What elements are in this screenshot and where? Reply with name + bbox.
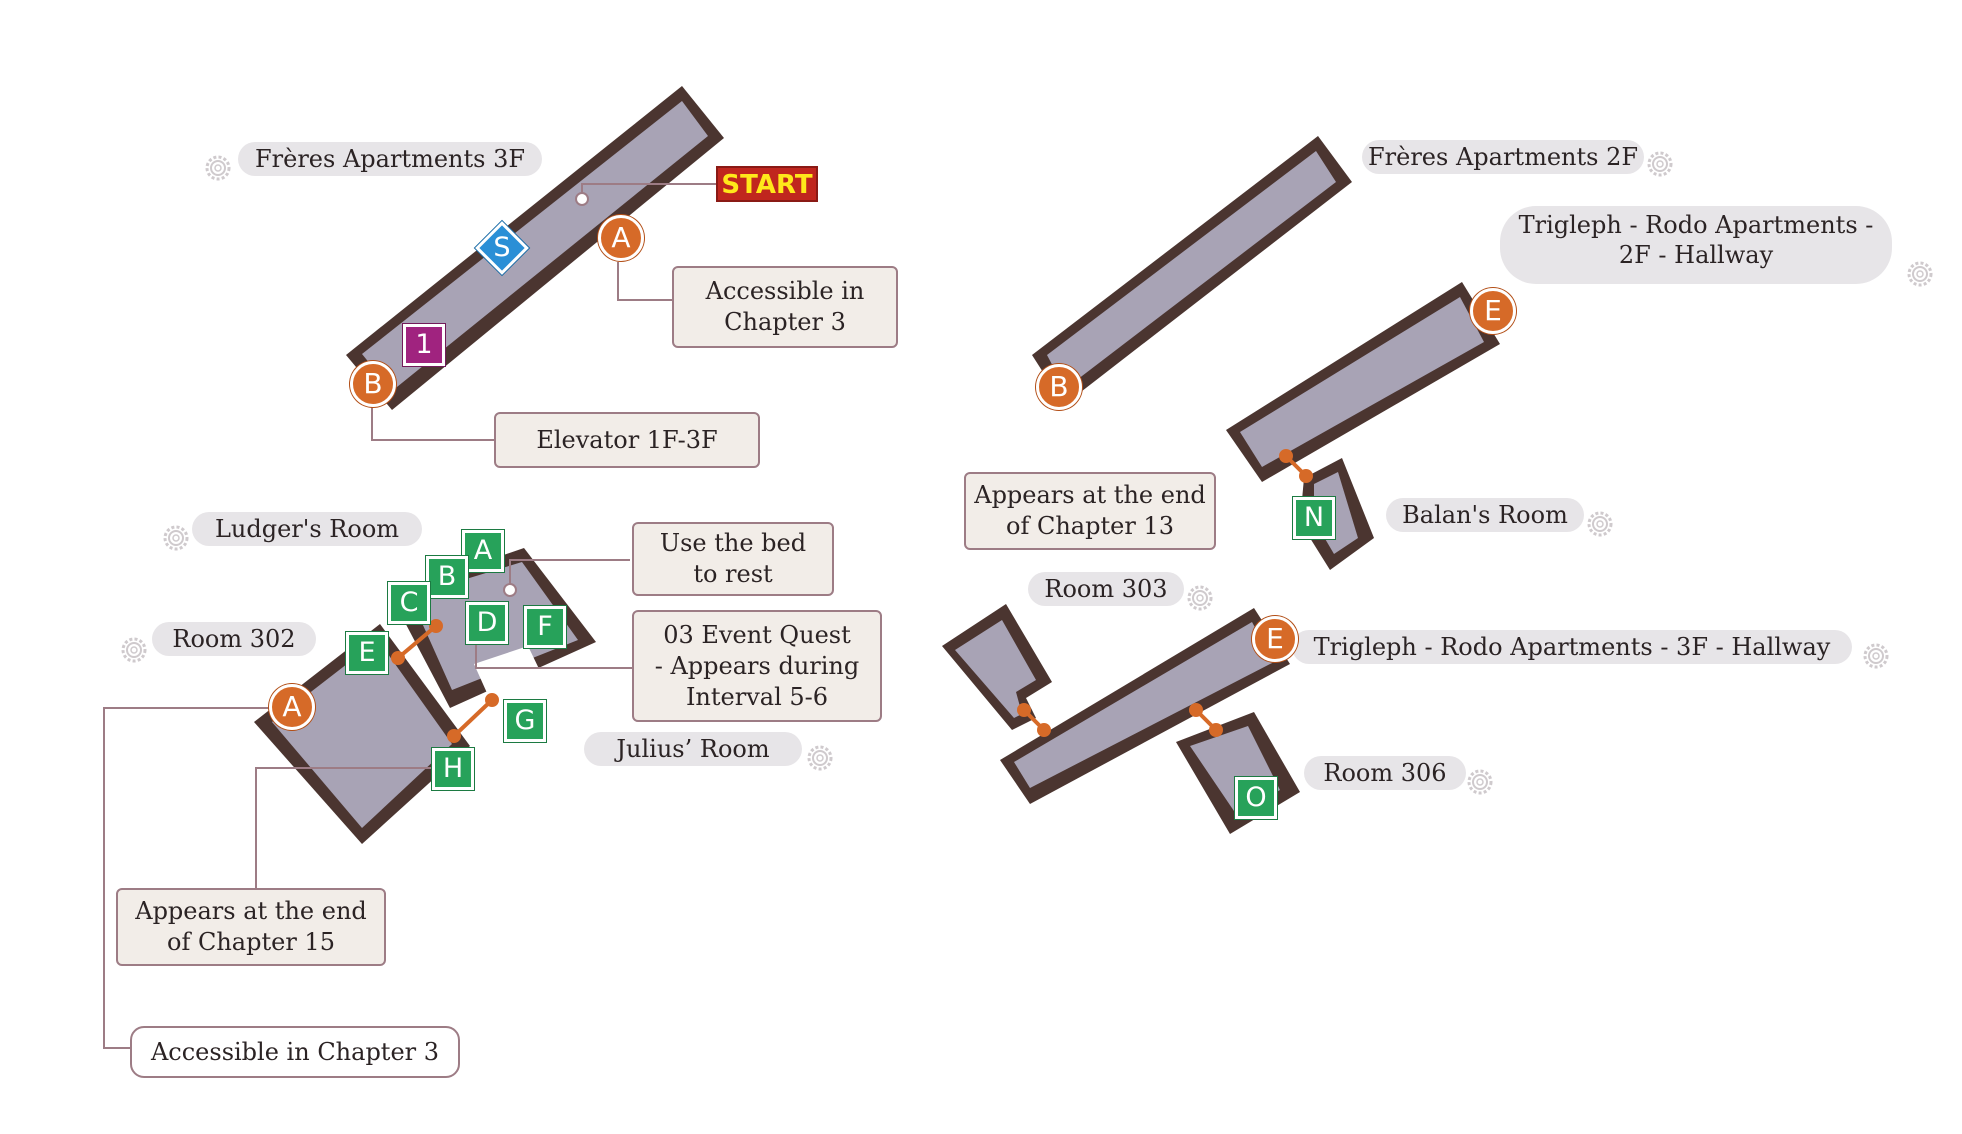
gear-icon — [163, 525, 189, 551]
green-marker-h: H — [432, 748, 474, 790]
note-line: of Chapter 15 — [167, 928, 335, 956]
note-line: 03 Event Quest — [663, 620, 851, 649]
start-marker: START — [716, 166, 818, 202]
save-point-label: S — [493, 232, 511, 263]
green-marker-o: O — [1235, 777, 1277, 819]
note-line: Interval 5-6 — [685, 682, 829, 711]
trigleph-2f-hallway-floor — [1226, 282, 1500, 482]
purple-marker-1: 1 — [403, 324, 445, 366]
green-marker-n: N — [1293, 497, 1335, 539]
orange-marker-b-right: B — [1036, 364, 1082, 410]
leader-dots — [503, 192, 589, 597]
green-marker-c: C — [388, 582, 430, 624]
green-marker-g: G — [504, 700, 546, 742]
freres-2f-floor — [1032, 136, 1352, 405]
area-label-line: Trigleph - Rodo Apartments - — [1518, 211, 1874, 239]
green-marker-d: D — [466, 602, 508, 644]
gear-icon — [1467, 769, 1493, 795]
gear-icon — [205, 155, 231, 181]
gear-icon — [1587, 511, 1613, 537]
note-line: Use the bed — [659, 529, 807, 557]
note-line: to rest — [693, 560, 773, 588]
gear-icon — [1647, 151, 1673, 177]
orange-marker-a-bottom: A — [269, 684, 315, 730]
area-label-trigleph-3f-hallway: Trigleph - Rodo Apartments - 3F - Hallwa… — [1292, 630, 1852, 664]
note-accessible-chapter-3-bottom: Accessible in Chapter 3 — [130, 1026, 460, 1078]
orange-marker-a-top: A — [598, 215, 644, 261]
note-line: of Chapter 13 — [1006, 512, 1174, 540]
note-line: Appears at the end — [974, 481, 1206, 509]
note-event-quest: 03 Event Quest - Appears during Interval… — [632, 610, 882, 722]
green-marker-b: B — [426, 556, 468, 598]
area-label-freres-2f: Frères Apartments 2F — [1362, 140, 1644, 174]
note-appears-chapter-15: Appears at the end of Chapter 15 — [116, 888, 386, 966]
room-303-floor — [942, 604, 1052, 730]
orange-marker-e-3f: E — [1252, 616, 1298, 662]
note-line: - Appears during — [654, 651, 860, 680]
gear-icon — [1863, 643, 1889, 669]
note-line: Chapter 3 — [724, 308, 846, 336]
area-label-julius-room: Julius’ Room — [584, 732, 802, 766]
note-appears-chapter-13: Appears at the end of Chapter 13 — [964, 472, 1216, 550]
gear-icon — [1907, 261, 1933, 287]
leader-lines — [103, 183, 1216, 1049]
area-label-room-302: Room 302 — [152, 622, 316, 656]
orange-marker-b-left: B — [350, 361, 396, 407]
green-marker-f: F — [524, 606, 566, 648]
note-accessible-chapter-3-top: Accessible in Chapter 3 — [672, 266, 898, 348]
gear-icon — [121, 637, 147, 663]
note-use-bed: Use the bed to rest — [632, 522, 834, 596]
note-line: Accessible in — [705, 277, 865, 305]
door-connector-icon — [391, 449, 1313, 743]
area-label-trigleph-2f-hallway: Trigleph - Rodo Apartments - 2F - Hallwa… — [1500, 206, 1892, 284]
gear-icon — [807, 745, 833, 771]
note-line: Appears at the end — [135, 897, 367, 925]
area-label-balans-room: Balan's Room — [1386, 498, 1584, 532]
area-label-room-303: Room 303 — [1028, 572, 1184, 606]
area-label-room-306: Room 306 — [1304, 756, 1466, 790]
trigleph-3f-hallway-floor — [1000, 608, 1290, 804]
gear-icon — [1187, 585, 1213, 611]
note-elevator: Elevator 1F-3F — [494, 412, 760, 468]
room-302-floor — [254, 624, 470, 844]
green-marker-a: A — [462, 530, 504, 572]
area-label-freres-3f: Frères Apartments 3F — [238, 142, 542, 176]
area-label-line: 2F - Hallway — [1618, 241, 1774, 269]
orange-marker-e-2f: E — [1470, 288, 1516, 334]
area-label-ludgers-room: Ludger's Room — [192, 512, 422, 546]
green-marker-e: E — [346, 632, 388, 674]
